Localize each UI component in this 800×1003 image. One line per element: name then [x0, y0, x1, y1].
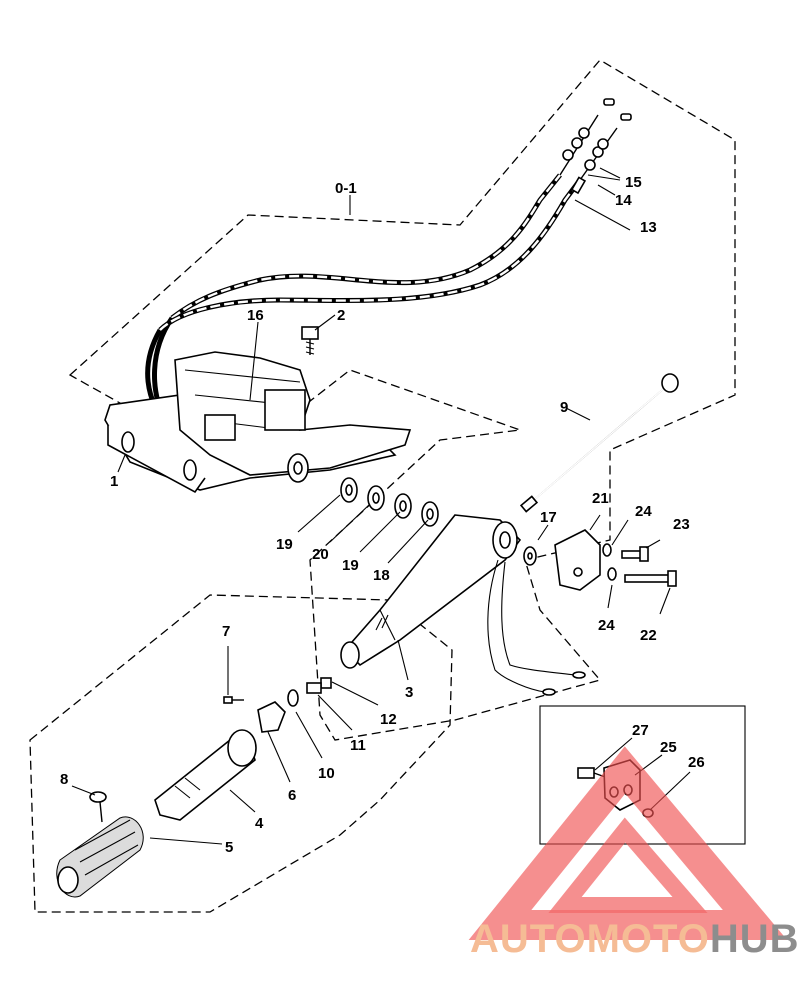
callout-label: 4	[255, 815, 264, 832]
tiller-bracket	[104, 326, 412, 494]
watermark-part1: AUTOMOTO	[470, 917, 710, 961]
throttle-grip-assembly	[56, 677, 332, 898]
callout-group: 0-1	[335, 180, 357, 197]
callout-label: 19	[342, 557, 359, 574]
callout-label: 24	[635, 503, 652, 520]
leader-lines	[71, 167, 691, 845]
callout-label: 7	[222, 623, 230, 640]
callout-label: 27	[632, 722, 649, 739]
callout-label: 15	[625, 174, 642, 191]
watermark-part2: HUB	[710, 917, 800, 961]
watermark-triangle-outer	[468, 746, 788, 940]
shift-rod	[519, 373, 679, 513]
callout-label: 16	[247, 307, 264, 324]
callout-label: 23	[673, 516, 690, 533]
washer-stack	[287, 453, 439, 527]
callout-label: 25	[660, 739, 677, 756]
tiller-handle	[340, 514, 586, 696]
callout-label: 14	[615, 192, 632, 209]
lower-group-outline	[29, 594, 453, 913]
side-bracket	[523, 529, 677, 591]
callout-label: 24	[598, 617, 615, 634]
watermark-triangle-inner	[548, 817, 708, 913]
callout-label: 1	[110, 473, 118, 490]
callout-label: 18	[373, 567, 390, 584]
callout-label: 8	[60, 771, 68, 788]
callout-label: 12	[380, 711, 397, 728]
callout-label: 9	[560, 399, 568, 416]
callout-label: 17	[540, 509, 557, 526]
callout-label: 22	[640, 627, 657, 644]
callout-label: 5	[225, 839, 233, 856]
callout-labels: 0-1 1 2 3 4 5 6 7 8 9 10 11 12 13 14 15 …	[60, 174, 705, 856]
callout-label: 11	[350, 737, 366, 754]
watermark-logo: AUTOMOTOHUB	[468, 746, 800, 961]
callout-label: 2	[337, 307, 345, 324]
callout-label: 10	[318, 765, 335, 782]
callout-label: 6	[288, 787, 296, 804]
watermark-text: AUTOMOTOHUB	[470, 917, 800, 961]
callout-label: 20	[312, 546, 329, 563]
callout-label: 13	[640, 219, 657, 236]
callout-label: 26	[688, 754, 705, 771]
callout-label: 19	[276, 536, 293, 553]
throttle-shift-cables	[145, 98, 632, 432]
callout-label: 21	[592, 490, 609, 507]
upper-group-outline	[68, 59, 736, 741]
callout-label: 3	[405, 684, 413, 701]
